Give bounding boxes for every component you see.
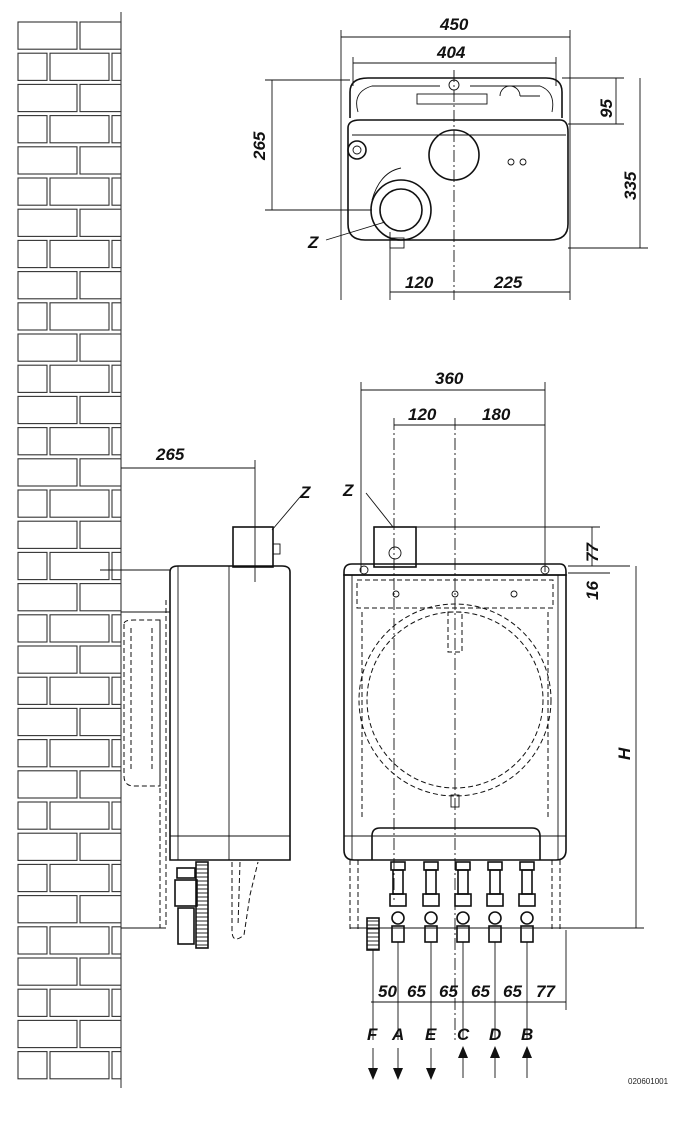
connection-spacing-3: 65	[471, 982, 490, 1001]
connection-arrow-d	[490, 1046, 500, 1078]
front-dim-left-to-flue: 120	[408, 405, 437, 424]
front-flue-label: Z	[342, 481, 354, 500]
connection-arrow-f	[368, 1048, 378, 1080]
connection-fittings	[366, 861, 536, 1040]
dim-inner-width: 404	[436, 43, 466, 62]
side-flue-label: Z	[299, 483, 311, 502]
side-view: 265 Z	[100, 445, 311, 949]
connection-arrow-e	[426, 1048, 436, 1080]
front-dim-flue-to-right: 180	[482, 405, 511, 424]
dim-overall-width: 450	[439, 15, 469, 34]
side-dim-wall-to-flue: 265	[155, 445, 185, 464]
top-flue-label: Z	[307, 233, 319, 252]
front-view: 360 120 180 Z 77 16 H	[342, 369, 644, 1080]
connection-arrow-c	[458, 1046, 468, 1078]
connection-arrow-a	[393, 1048, 403, 1080]
front-dim-width: 360	[435, 369, 464, 388]
front-dim-bracket-height: 16	[583, 581, 602, 600]
connection-arrow-b	[522, 1046, 532, 1078]
connection-label-c: C	[457, 1025, 470, 1044]
connection-spacing-labels: 50 65 65 65 65 77	[378, 982, 556, 1001]
front-dim-flue-height: 77	[583, 542, 602, 562]
front-dim-height: H	[615, 747, 634, 760]
dim-flue-offset: 120	[405, 273, 434, 292]
dim-depth-right: 335	[621, 171, 640, 200]
top-view: 450 404 265	[250, 15, 648, 300]
connection-spacing-4: 65	[503, 982, 522, 1001]
connection-label-a: A	[391, 1025, 404, 1044]
dim-flue-to-side: 225	[493, 273, 523, 292]
connection-spacing-5: 77	[536, 982, 556, 1001]
connection-label-f: F	[367, 1025, 378, 1044]
corrugated-hose-side	[195, 861, 209, 949]
connection-label-e: E	[425, 1025, 437, 1044]
connection-label-d: D	[489, 1025, 501, 1044]
connection-spacing-2: 65	[439, 982, 458, 1001]
dim-bracket: 95	[597, 99, 616, 118]
connection-spacing-1: 65	[407, 982, 426, 1001]
drawing-code: 020601001	[628, 1077, 669, 1086]
connection-spacing-0: 50	[378, 982, 397, 1001]
brick-wall	[17, 12, 122, 1088]
dim-depth-left: 265	[250, 131, 269, 161]
connection-label-b: B	[521, 1025, 533, 1044]
